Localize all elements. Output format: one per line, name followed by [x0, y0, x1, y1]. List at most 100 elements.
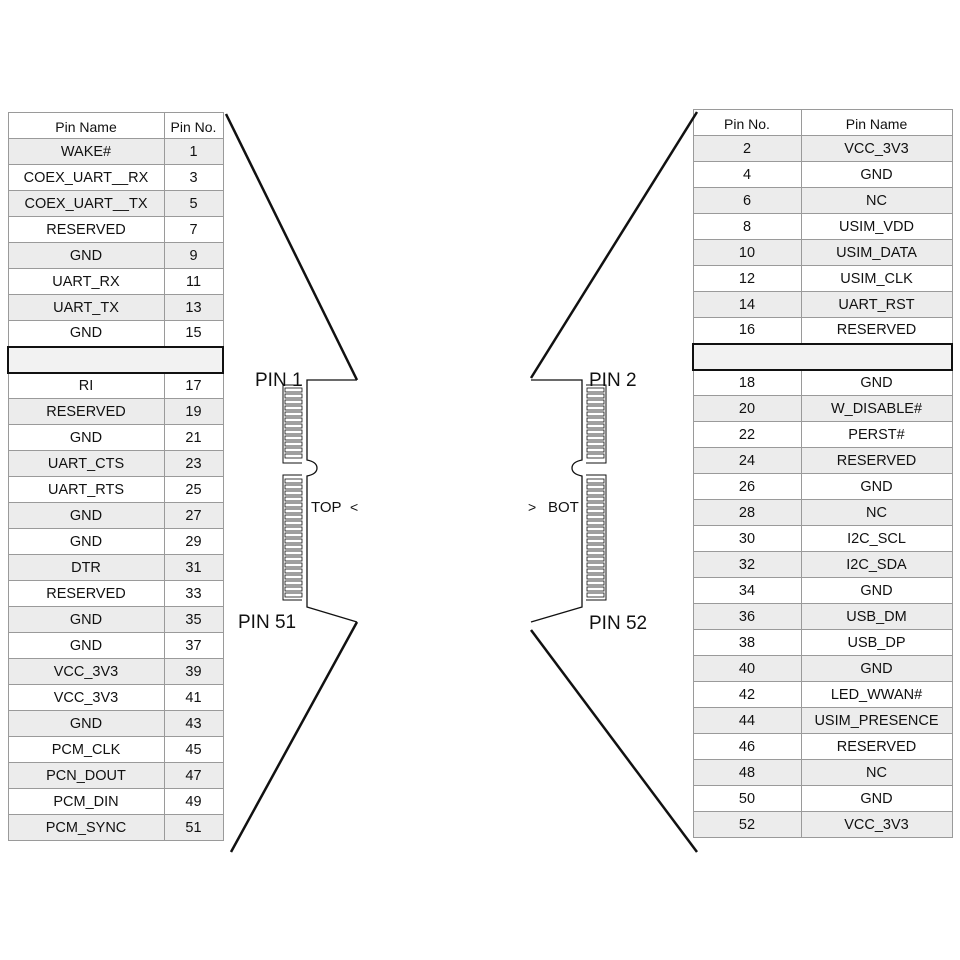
bottom-arrow-icon: > — [528, 499, 536, 515]
table-cell: GND — [800, 655, 953, 682]
right-callout-top-line — [529, 111, 699, 379]
contact-finger — [284, 447, 303, 453]
contact-finger — [284, 550, 303, 556]
contact-finger — [586, 508, 605, 514]
table-cell: 27 — [163, 502, 224, 529]
table-cell: W_DISABLE# — [800, 395, 953, 422]
table-cell: 1 — [163, 138, 224, 165]
table-cell: 26 — [692, 473, 802, 500]
pin2-label: PIN 2 — [589, 370, 637, 391]
contact-finger — [284, 417, 303, 423]
contact-finger — [586, 387, 605, 393]
top-arrow-icon: < — [350, 499, 358, 515]
table-cell: I2C_SDA — [800, 551, 953, 578]
table-cell: 18 — [692, 369, 802, 396]
table-cell: 11 — [163, 268, 224, 295]
table-cell: I2C_SCL — [800, 525, 953, 552]
table-cell: VCC_3V3 — [800, 811, 953, 838]
top-card-outline — [306, 379, 358, 623]
contact-finger — [284, 429, 303, 435]
table-cell: 38 — [692, 629, 802, 656]
table-cell: 37 — [163, 632, 224, 659]
table-cell: UART_RTS — [7, 476, 165, 503]
table-cell: 10 — [692, 239, 802, 266]
contact-finger — [284, 411, 303, 417]
table-cell: WAKE# — [7, 138, 165, 165]
table-cell: RESERVED — [800, 317, 953, 344]
contact-finger — [586, 592, 605, 598]
contact-finger — [586, 399, 605, 405]
contact-finger — [284, 526, 303, 532]
contact-finger — [284, 514, 303, 520]
table-cell: 32 — [692, 551, 802, 578]
top-contact-fingers — [284, 387, 303, 598]
top-card-inner — [282, 384, 302, 601]
table-cell: 52 — [692, 811, 802, 838]
table-cell: 48 — [692, 759, 802, 786]
contact-finger — [586, 423, 605, 429]
table-cell: GND — [7, 632, 165, 659]
contact-finger — [586, 502, 605, 508]
table-cell: NC — [800, 187, 953, 214]
contact-finger — [586, 568, 605, 574]
contact-finger — [284, 435, 303, 441]
table-cell: USIM_DATA — [800, 239, 953, 266]
contact-finger — [284, 586, 303, 592]
contact-finger — [586, 447, 605, 453]
right-callout-bottom-line — [529, 629, 699, 853]
contact-finger — [284, 580, 303, 586]
table-cell: USIM_PRESENCE — [800, 707, 953, 734]
table-cell: 16 — [692, 317, 802, 344]
contact-finger — [586, 411, 605, 417]
column-header: Pin No. — [692, 109, 802, 136]
contact-finger — [284, 592, 303, 598]
table-cell: 51 — [163, 814, 224, 841]
column-header: Pin Name — [7, 112, 165, 139]
contact-finger — [586, 544, 605, 550]
contact-finger — [586, 514, 605, 520]
table-cell: USIM_CLK — [800, 265, 953, 292]
bottom-side-label: BOT — [548, 499, 579, 516]
contact-finger — [586, 556, 605, 562]
contact-finger — [284, 544, 303, 550]
table-cell: USB_DP — [800, 629, 953, 656]
contact-finger — [586, 417, 605, 423]
table-cell: UART_TX — [7, 294, 165, 321]
table-cell: 28 — [692, 499, 802, 526]
table-cell: GND — [7, 710, 165, 737]
contact-finger — [586, 429, 605, 435]
contact-finger — [284, 423, 303, 429]
contact-finger — [284, 399, 303, 405]
key-gap-row — [692, 342, 953, 371]
contact-finger — [284, 556, 303, 562]
key-gap-cell — [7, 345, 224, 374]
table-cell: USB_DM — [800, 603, 953, 630]
contact-finger — [586, 490, 605, 496]
pin1-label: PIN 1 — [255, 370, 303, 391]
table-cell: GND — [800, 785, 953, 812]
table-cell: 50 — [692, 785, 802, 812]
table-cell: GND — [7, 502, 165, 529]
